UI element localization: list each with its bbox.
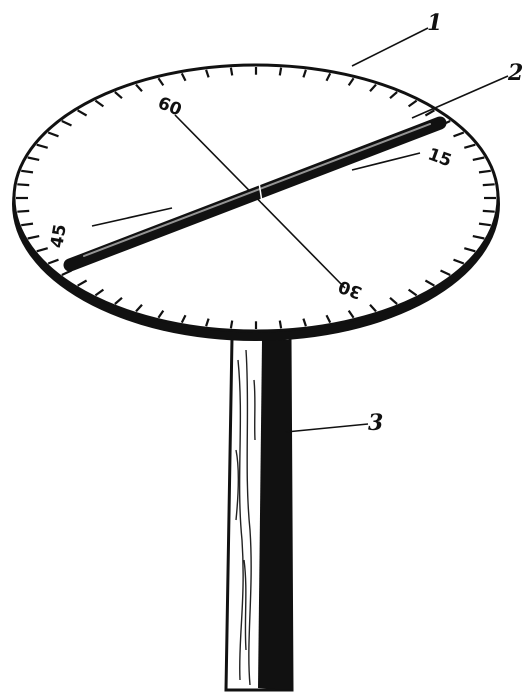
tick-mark	[231, 321, 232, 329]
scale-label-45: 45	[47, 223, 71, 250]
callout-1-label: 1	[427, 10, 442, 36]
tick-mark	[231, 68, 232, 76]
tick-mark	[17, 184, 29, 185]
callout-2-label: 2	[507, 60, 523, 86]
tick-mark	[280, 68, 281, 76]
dial-plate	[12, 65, 500, 341]
wooden-post	[226, 338, 292, 690]
tick-mark	[483, 211, 495, 212]
tick-mark	[280, 321, 281, 329]
callout-3-label: 3	[368, 410, 383, 436]
tick-mark	[17, 211, 29, 212]
tick-mark	[483, 184, 495, 185]
